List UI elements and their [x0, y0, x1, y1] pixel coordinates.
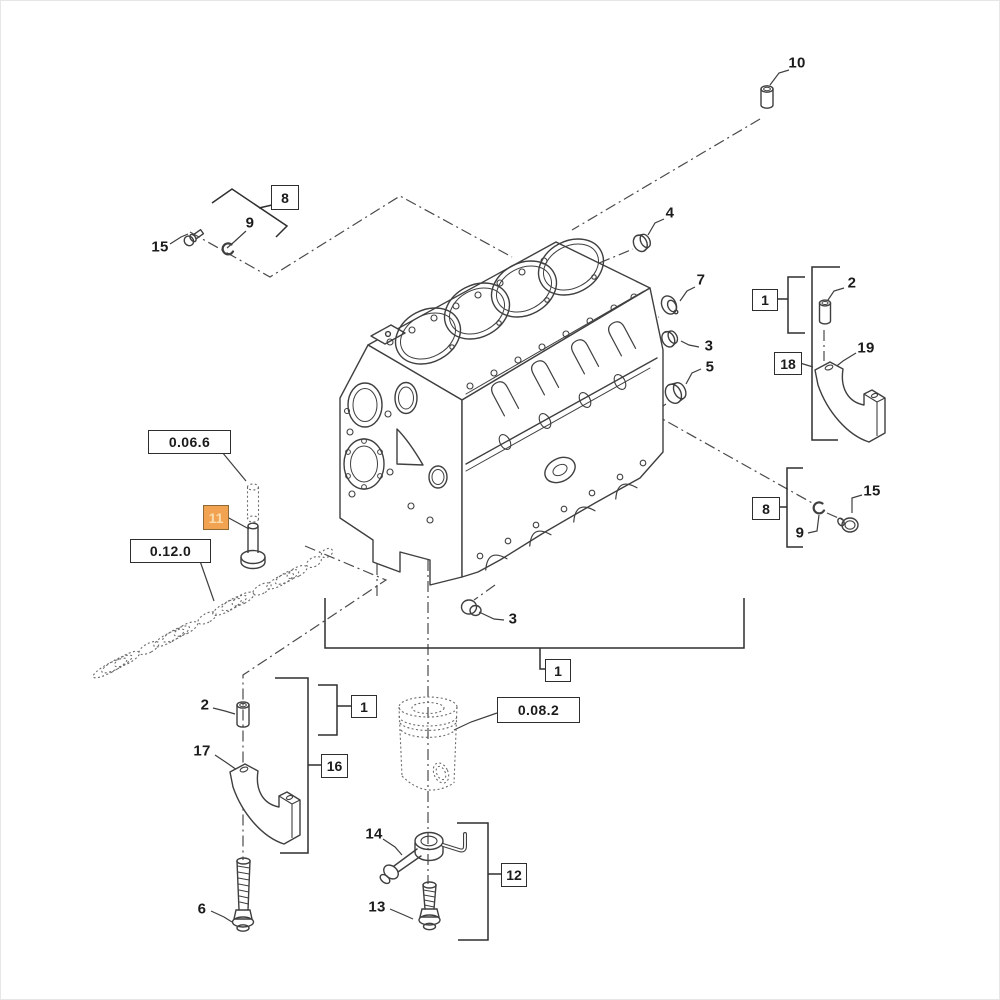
highlighted-callout-11[interactable]: 11	[203, 505, 229, 530]
callout-9-right[interactable]: 9	[795, 524, 805, 542]
callout-4[interactable]: 4	[665, 204, 675, 222]
callout-15-right[interactable]: 15	[863, 482, 881, 500]
engine-block-illustration	[339, 238, 664, 586]
group-box-1-bottom[interactable]: 1	[545, 659, 571, 682]
tappet-part-illustration	[240, 522, 266, 570]
group-box-1-lower-left[interactable]: 1	[351, 695, 377, 718]
callout-13[interactable]: 13	[368, 898, 386, 916]
callout-6[interactable]: 6	[197, 900, 207, 918]
callout-3-side[interactable]: 3	[704, 337, 714, 355]
callout-14[interactable]: 14	[365, 825, 383, 843]
callout-2-upper-right[interactable]: 2	[847, 274, 857, 292]
callout-9-upper[interactable]: 9	[245, 214, 255, 232]
group-box-16[interactable]: 16	[321, 754, 348, 778]
callout-10[interactable]: 10	[788, 54, 806, 72]
bearing-cap-illustrations	[229, 361, 886, 845]
group-box-8-right[interactable]: 8	[752, 497, 780, 520]
callout-leaders	[169, 69, 863, 923]
callout-15-upper[interactable]: 15	[151, 238, 169, 256]
callout-5[interactable]: 5	[705, 358, 715, 376]
callout-19[interactable]: 19	[857, 339, 875, 357]
ref-box-0-12-0[interactable]: 0.12.0	[130, 539, 211, 563]
piston-phantom-illustration	[398, 696, 458, 791]
group-box-12[interactable]: 12	[501, 863, 527, 887]
tappet-phantom-illustration	[246, 483, 260, 523]
callout-17[interactable]: 17	[193, 742, 211, 760]
ref-box-0-06-6[interactable]: 0.06.6	[148, 430, 231, 454]
group-box-8-top-left[interactable]: 8	[271, 185, 299, 210]
callout-2-lower-left[interactable]: 2	[200, 696, 210, 714]
group-box-1-right[interactable]: 1	[752, 289, 778, 311]
small-parts-illustrations	[183, 85, 859, 932]
camshaft-phantom-illustration	[92, 547, 334, 679]
group-box-18[interactable]: 18	[774, 352, 802, 375]
group-brackets	[211, 188, 840, 941]
callout-3-lower[interactable]: 3	[508, 610, 518, 628]
callout-7[interactable]: 7	[696, 271, 706, 289]
ref-box-0-08-2[interactable]: 0.08.2	[497, 697, 580, 723]
